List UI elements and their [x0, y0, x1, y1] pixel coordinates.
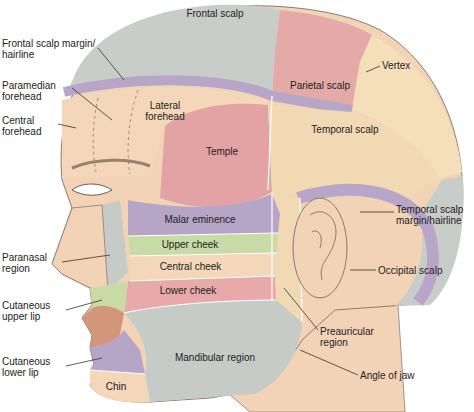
- ear-detail: [310, 212, 336, 280]
- callout-label: Cutaneous lower lip: [2, 356, 66, 378]
- region-label: Parietal scalp: [280, 80, 360, 91]
- region-label: Lower cheek: [148, 285, 228, 296]
- upper-cheek-region: [128, 233, 278, 256]
- mandibular-region: [124, 300, 302, 402]
- region-label: Chin: [96, 381, 136, 392]
- leader-line: [366, 66, 380, 72]
- eye: [72, 184, 112, 195]
- callout-label: Occipital scalp: [378, 265, 470, 276]
- callout-label: Paramedian forehead: [2, 80, 72, 102]
- region-label: Central cheek: [148, 261, 233, 272]
- head-base: [52, 6, 463, 402]
- leader-line: [72, 88, 112, 120]
- leader-line: [62, 255, 110, 262]
- leader-line: [350, 270, 376, 271]
- ear: [293, 198, 347, 298]
- callout-label: Vertex: [382, 60, 432, 71]
- region-label: Frontal scalp: [170, 8, 260, 19]
- lower-lip-region: [90, 330, 145, 374]
- nose: [52, 205, 108, 292]
- region-label: Temple: [192, 146, 252, 157]
- region-borders: [90, 96, 302, 374]
- chin-region: [90, 370, 150, 402]
- callout-label: Preauricular region: [320, 326, 390, 348]
- region-label: Upper cheek: [150, 239, 230, 250]
- leader-line: [66, 358, 102, 366]
- leader-line: [66, 300, 102, 310]
- leader-line: [300, 350, 358, 375]
- leader-line: [360, 212, 394, 213]
- callout-label: Cutaneous upper lip: [2, 300, 66, 322]
- leader-line: [284, 288, 318, 330]
- malar-region: [128, 194, 280, 236]
- leader-line: [98, 48, 124, 80]
- leader-lines: [58, 48, 394, 375]
- region-label: Temporal scalp: [300, 124, 390, 135]
- callout-label: Paranasal region: [2, 252, 62, 274]
- region-label: Mandibular region: [160, 352, 270, 363]
- callout-label: Temporal scalp margin/hairline: [396, 204, 474, 226]
- region-label: Lateral forehead: [136, 100, 194, 122]
- callout-label: Angle of jaw: [360, 370, 450, 381]
- callout-label: Central forehead: [2, 115, 58, 137]
- leader-line: [58, 124, 76, 128]
- callout-label: Frontal scalp margin/ hairline: [2, 38, 100, 60]
- eyebrow: [72, 160, 150, 168]
- region-label: Malar eminence: [150, 214, 250, 225]
